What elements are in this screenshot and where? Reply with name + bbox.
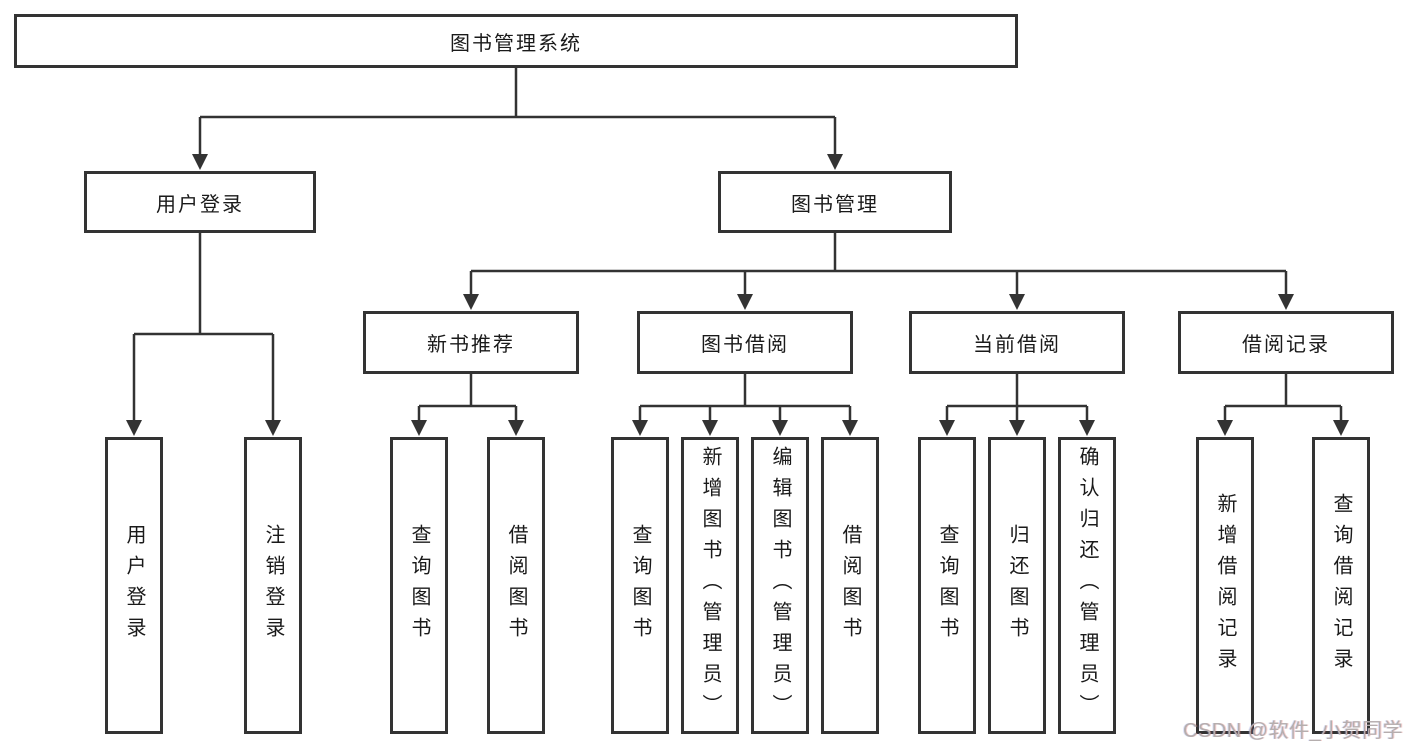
- leaf-user-login-label: 用户登录: [123, 523, 145, 648]
- leaf-query-books-current: 查询图书: [918, 437, 976, 734]
- leaf-add-books-admin: 新增图书（管理员）: [681, 437, 739, 734]
- leaf-user-login: 用户登录: [105, 437, 163, 734]
- leaf-borrow-books-borrowing-label: 借阅图书: [839, 523, 861, 648]
- node-book-borrowing: 图书借阅: [637, 311, 853, 374]
- watermark: CSDN @软件_小贺同学: [1183, 720, 1404, 742]
- leaf-return-books-label: 归还图书: [1006, 523, 1028, 648]
- node-book-management: 图书管理: [718, 171, 952, 233]
- connector-new-book-recommendation-group: [411, 374, 524, 436]
- leaf-borrow-books-recommendation-label: 借阅图书: [505, 523, 527, 648]
- leaf-query-books-recommendation-label: 查询图书: [408, 523, 430, 648]
- node-current-borrowing: 当前借阅: [909, 311, 1125, 374]
- connector-user-login-group: [126, 233, 281, 436]
- leaf-query-books-recommendation: 查询图书: [390, 437, 448, 734]
- node-borrowing-records: 借阅记录: [1178, 311, 1394, 374]
- node-user-login: 用户登录: [84, 171, 316, 233]
- connector-borrowing-records-group: [1217, 374, 1349, 436]
- leaf-edit-books-admin-label: 编辑图书（管理员）: [769, 446, 791, 725]
- leaf-query-borrowing-record-label: 查询借阅记录: [1330, 492, 1352, 679]
- connector-book-borrowing-group: [632, 374, 858, 436]
- leaf-return-books: 归还图书: [988, 437, 1046, 734]
- connector-root-to-level2: [192, 68, 843, 170]
- leaf-add-borrowing-record: 新增借阅记录: [1196, 437, 1254, 734]
- node-root: 图书管理系统: [14, 14, 1018, 68]
- leaf-query-books-current-label: 查询图书: [936, 523, 958, 648]
- node-new-book-recommendation: 新书推荐: [363, 311, 579, 374]
- connector-current-borrowing-group: [939, 374, 1095, 436]
- leaf-borrow-books-borrowing: 借阅图书: [821, 437, 879, 734]
- leaf-edit-books-admin: 编辑图书（管理员）: [751, 437, 809, 734]
- leaf-confirm-return-admin-label: 确认归还（管理员）: [1076, 446, 1098, 725]
- leaf-add-borrowing-record-label: 新增借阅记录: [1214, 492, 1236, 679]
- connector-book-management-group: [463, 233, 1294, 310]
- leaf-logout-login: 注销登录: [244, 437, 302, 734]
- leaf-query-books-borrowing-label: 查询图书: [629, 523, 651, 648]
- leaf-query-borrowing-record: 查询借阅记录: [1312, 437, 1370, 734]
- leaf-query-books-borrowing: 查询图书: [611, 437, 669, 734]
- leaf-logout-login-label: 注销登录: [262, 523, 284, 648]
- leaf-confirm-return-admin: 确认归还（管理员）: [1058, 437, 1116, 734]
- leaf-borrow-books-recommendation: 借阅图书: [487, 437, 545, 734]
- leaf-add-books-admin-label: 新增图书（管理员）: [699, 446, 721, 725]
